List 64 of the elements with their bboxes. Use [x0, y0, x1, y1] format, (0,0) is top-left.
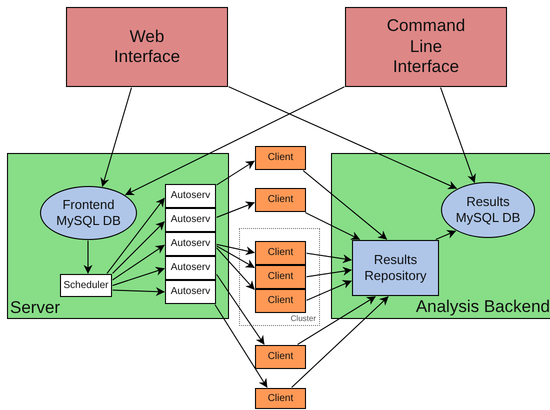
arrow [84, 240, 92, 274]
node-label: Autoserv [170, 262, 212, 274]
node-label: Results Repository [363, 252, 428, 284]
arrow [306, 266, 352, 278]
node-label: Autoserv [170, 190, 212, 202]
arrow [112, 266, 165, 286]
server-panel [7, 153, 229, 319]
process-box [165, 184, 216, 208]
arrow [297, 296, 376, 345]
arrow [112, 287, 165, 296]
arrow [216, 247, 255, 290]
group-label: Cluster [290, 314, 317, 325]
scheduler-box [60, 274, 112, 297]
process-box [165, 208, 216, 232]
node-label: Autoserv [170, 238, 212, 250]
group-label: Analysis Backend [416, 296, 550, 318]
arrow [112, 221, 165, 274]
client-box [255, 289, 306, 313]
node-label: Command Line Interface [386, 16, 466, 78]
arrow [306, 280, 352, 301]
arrow [302, 170, 388, 240]
node-label: Scheduler [62, 280, 110, 292]
node-label: Client [266, 295, 294, 307]
arrow [304, 212, 360, 240]
node-label: Client [266, 271, 294, 283]
repository-box [352, 240, 439, 296]
arrow [306, 252, 352, 264]
arrow [100, 87, 132, 187]
node-label: Results MySQL DB [454, 194, 522, 226]
node-label: Frontend MySQL DB [55, 197, 122, 229]
node-label: Autoserv [170, 286, 212, 298]
process-box [165, 280, 216, 304]
interface-box [66, 7, 228, 87]
arrow [216, 245, 255, 268]
node-label: Client [266, 392, 294, 404]
client-box [255, 345, 306, 369]
backend-panel [331, 153, 550, 319]
node-label: Client [266, 351, 294, 363]
client-box [255, 388, 306, 409]
node-label: Autoserv [170, 214, 212, 226]
arrow [214, 304, 268, 388]
cluster-group [239, 228, 320, 326]
client-box [255, 241, 306, 265]
arrow [216, 274, 265, 345]
client-box [255, 146, 306, 170]
arrow [216, 244, 255, 256]
process-box [165, 232, 216, 256]
node-label: Web Interface [112, 26, 182, 68]
arrow [291, 296, 389, 388]
arrow [106, 198, 165, 274]
arrow [228, 86, 458, 190]
client-box [255, 265, 306, 289]
arrow [440, 87, 476, 184]
arrow [124, 86, 345, 196]
arrow [435, 230, 456, 240]
group-label: Server [9, 298, 60, 318]
client-box [255, 188, 306, 212]
node-label: Client [266, 152, 294, 164]
interface-box [345, 7, 507, 87]
node-label: Client [266, 194, 294, 206]
arrow [112, 244, 165, 280]
database-ellipse [40, 186, 137, 240]
node-label: Client [266, 247, 294, 259]
process-box [165, 256, 216, 280]
